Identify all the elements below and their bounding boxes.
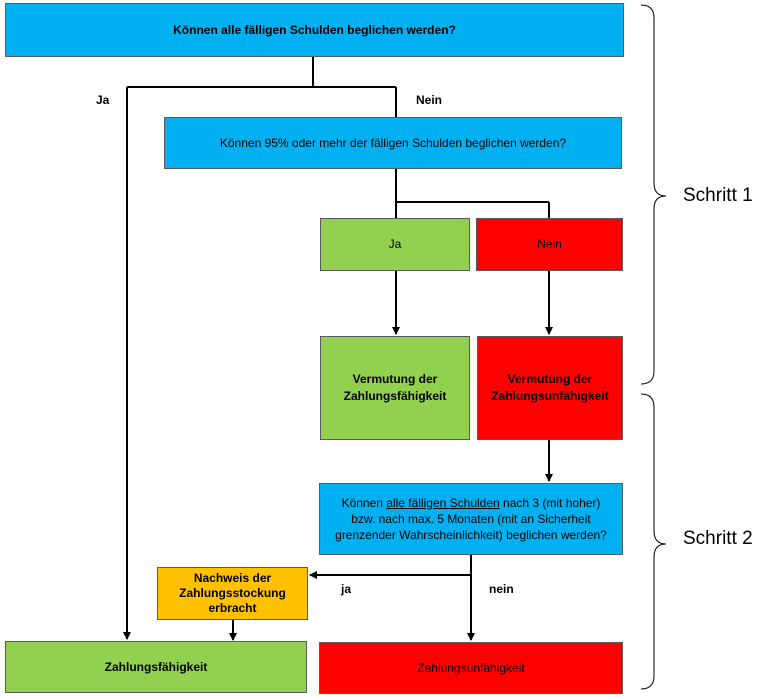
question-3-box: Können alle fälligen Schulden nach 3 (mi…	[319, 483, 623, 555]
vermutung-zahlungsfaehigkeit-box: Vermutung der Zahlungsfähigkeit	[320, 336, 470, 440]
question-2-text: Können 95% oder mehr der fälligen Schuld…	[219, 135, 567, 150]
brace-schritt1	[640, 4, 667, 385]
vermutung-zahlungsunfaehigkeit-box: Vermutung der Zahlungsunfähigkeit	[477, 336, 623, 440]
question-3-part1: Können	[341, 496, 387, 510]
question-3-underlined: alle fälligen Schulden	[386, 496, 500, 510]
ja-box-text: Ja	[388, 237, 402, 251]
question-1-box: Können alle fälligen Schulden beglichen …	[5, 3, 624, 57]
nein-box: Nein	[476, 218, 623, 271]
question-1-text: Können alle fälligen Schulden beglichen …	[173, 22, 456, 37]
label-nein-small: nein	[489, 582, 514, 596]
zahlungsfaehigkeit-text: Zahlungsfähigkeit	[104, 659, 208, 674]
question-2-box: Können 95% oder mehr der fälligen Schuld…	[164, 117, 622, 169]
vermutung-zahlungsfaehigkeit-text: Vermutung der Zahlungsfähigkeit	[343, 372, 447, 403]
label-ja-small: ja	[341, 582, 352, 596]
question-3-text: Können alle fälligen Schulden nach 3 (mi…	[330, 495, 612, 543]
zahlungsunfaehigkeit-box: Zahlungsunfähigkeit	[319, 642, 623, 694]
schritt-1-label: Schritt 1	[683, 185, 753, 206]
zahlungsunfaehigkeit-text: Zahlungsunfähigkeit	[417, 660, 525, 675]
nachweis-text: Nachweis der Zahlungsstockung erbracht	[179, 571, 286, 615]
ja-box: Ja	[320, 218, 470, 271]
question-3-part2: nach 3 (mit hoher) bzw. nach max. 5 Mona…	[335, 496, 607, 542]
schritt-2-label: Schritt 2	[683, 528, 753, 549]
zahlungsfaehigkeit-box: Zahlungsfähigkeit	[5, 641, 307, 693]
label-ja-left: Ja	[96, 93, 110, 107]
label-nein-top: Nein	[416, 93, 443, 107]
brace-schritt2	[640, 393, 667, 690]
vermutung-zahlungsunfaehigkeit-text: Vermutung der Zahlungsunfähigkeit	[491, 372, 609, 403]
nein-box-text: Nein	[537, 237, 562, 251]
nachweis-box: Nachweis der Zahlungsstockung erbracht	[157, 567, 308, 620]
